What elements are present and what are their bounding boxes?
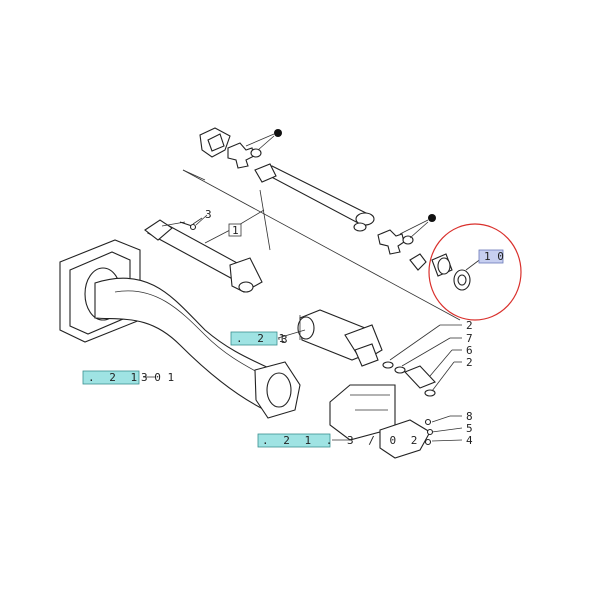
bushing-part [431,253,453,277]
lower-cross-joint [377,229,427,271]
pinion-gear-assembly [297,309,383,367]
callout-7: 7 [466,332,473,345]
bullet-marker-top [274,129,282,137]
upper-yoke [199,127,231,158]
washer-stack [382,361,436,397]
ref-box-mid [230,331,278,346]
callout-1-box [228,223,242,237]
callout-1-label: 1 [232,224,239,237]
ref-bottom-label: . 2 1 . 3 / 0 2 [262,434,421,447]
bullet-marker-right [428,214,436,222]
callout-5: 5 [466,422,473,435]
leader-lines [143,209,463,442]
upper-cross-joint [227,142,262,169]
ref-box-left [82,370,140,385]
callout-2-lower: 2 [466,356,473,369]
seal-ring-part [453,269,471,291]
callout-8: 8 [466,410,473,423]
guide-lines [182,169,461,321]
callout-10-label: 1 0 [484,250,504,263]
ref-mid-label: . 2 1 [236,332,289,345]
callout-3-mid: 3 [281,333,288,346]
callout-3-top: 3 [205,208,212,221]
callout-4: 4 [466,434,473,447]
bolt-washer-set [424,418,434,446]
callout-10-box [478,249,504,264]
highlight-circle [428,223,522,321]
drive-shaft [254,163,375,232]
guard-plate [379,419,431,459]
callout-2-upper: 2 [466,319,473,332]
ref-box-bottom [257,433,331,448]
axle-housing [59,239,301,419]
grease-fitting [179,221,197,231]
ref-left-label: . 2 1 [88,371,141,384]
callout-6: 6 [466,344,473,357]
hydraulic-cylinder [144,219,263,293]
callout-301: 3 0 1 [141,371,174,384]
